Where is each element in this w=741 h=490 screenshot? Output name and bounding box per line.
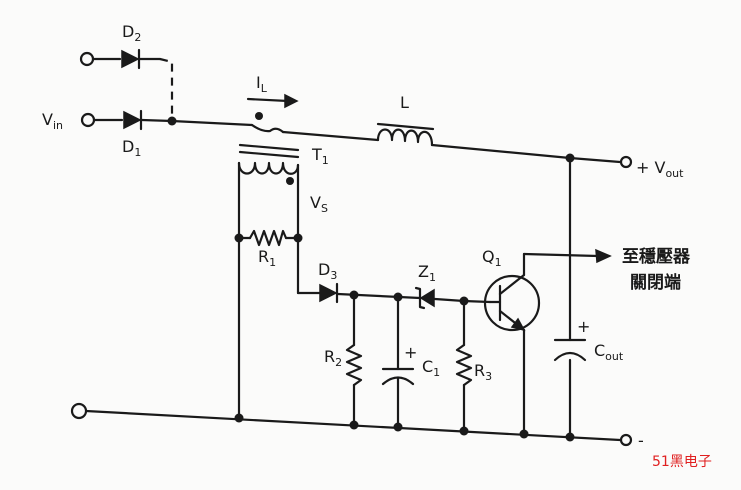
label-r3: R3 [474,361,492,383]
t1-primary-winding [250,123,285,134]
ground-output-terminal[interactable] [619,433,633,447]
junction-dot [293,233,303,243]
main-line-a [170,119,254,127]
resistor-r2 [345,343,363,387]
junction-dot [393,292,403,302]
vout-wire [568,156,622,164]
annotation-line2: 關閉端 [630,272,681,293]
inductor-core [376,122,435,131]
label-c1-plus: + [404,343,417,362]
main-line-b [281,130,380,142]
main-line-c [430,143,572,160]
shutdown-arrow [595,248,612,264]
label-q1: Q1 [482,247,502,269]
vout-terminal[interactable] [619,155,633,169]
label-vout: + Vout [636,158,684,180]
label-t1: T1 [311,145,329,167]
label-z1: Z1 [418,262,436,284]
label-d2: D2 [122,22,141,44]
capacitor-cout [553,338,587,362]
junction-dot [167,116,177,126]
ground-input-terminal[interactable] [70,402,88,420]
capacitor-c1 [381,367,415,386]
t1-secondary-polarity-dot [286,177,294,185]
watermark-text: 51黑电子 [652,454,712,470]
label-cout: Cout [594,341,624,363]
junction-dot [234,233,244,243]
d2-input-terminal[interactable] [79,51,95,67]
diode-d2 [121,48,141,70]
diode-d3 [319,282,339,304]
label-r1: R1 [258,247,276,269]
junction-dot [519,429,529,439]
resistor-r1 [248,229,288,247]
z1-output-wire [433,297,466,303]
shutdown-wire [522,252,600,258]
label-cout-plus: + [577,317,590,336]
label-l: L [400,93,409,112]
diode-d1 [123,109,143,131]
t1-core-top [238,143,300,152]
d1-output-wire [140,118,174,123]
inductor-l [376,128,434,147]
annotation-line1: 至穩壓器 [622,246,691,267]
t1-core-bottom [238,150,300,159]
label-d1: D1 [122,137,141,159]
il-current-arrow [246,93,299,109]
label-vin: Vin [42,110,63,132]
transistor-q1 [483,273,541,332]
label-r2: R2 [324,347,342,369]
t1-secondary-winding [237,161,300,175]
junction-dot [459,426,469,436]
vin-terminal[interactable] [80,112,96,128]
junction-dot [349,290,359,300]
junction-dot [349,420,359,430]
resistor-r3 [455,343,473,387]
label-vs: VS [310,193,328,215]
t1-primary-polarity-dot [255,112,263,120]
junction-dot [565,153,575,163]
d2-dashed-link [159,57,174,118]
junction-dot [565,432,575,442]
label-minus: - [638,431,644,450]
label-c1: C1 [422,357,440,379]
junction-dot [393,422,403,432]
junction-dot [234,413,244,423]
zener-z1 [414,286,435,310]
label-d3: D3 [318,260,337,282]
junction-dot [459,296,469,306]
label-il: IL [256,73,268,95]
